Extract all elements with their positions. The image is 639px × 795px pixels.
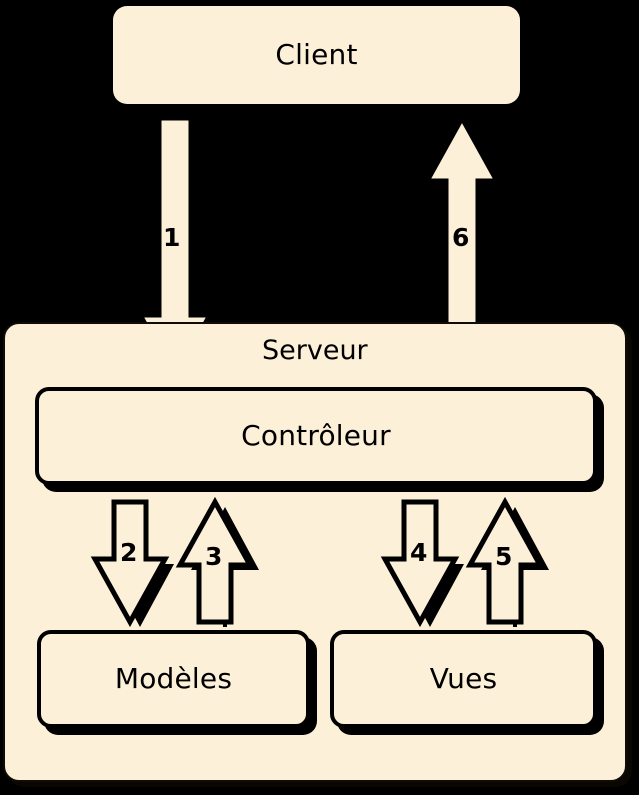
arrow-6-number: 6 <box>452 223 470 252</box>
node-controleur[interactable]: Contrôleur <box>35 387 597 485</box>
arrow-2-controleur-to-modeles: 2 <box>90 496 174 628</box>
node-vues[interactable]: Vues <box>330 630 597 728</box>
node-controleur-label: Contrôleur <box>241 419 391 452</box>
arrow-2-number: 2 <box>120 538 138 567</box>
arrow-3-number: 3 <box>205 542 223 571</box>
node-client-label: Client <box>275 38 358 71</box>
node-client[interactable]: Client <box>113 6 520 104</box>
arrow-4-controleur-to-vues: 4 <box>380 496 464 628</box>
node-modeles-label: Modèles <box>114 662 233 695</box>
node-vues-label: Vues <box>429 662 498 695</box>
arrow-5-number: 5 <box>495 542 513 571</box>
node-serveur-label: Serveur <box>262 335 368 366</box>
arrow-5-vues-to-controleur: 5 <box>465 496 549 628</box>
node-modeles[interactable]: Modèles <box>37 630 310 728</box>
arrow-3-modeles-to-controleur: 3 <box>175 496 259 628</box>
arrow-4-number: 4 <box>410 538 428 567</box>
arrow-1-number: 1 <box>163 223 181 252</box>
